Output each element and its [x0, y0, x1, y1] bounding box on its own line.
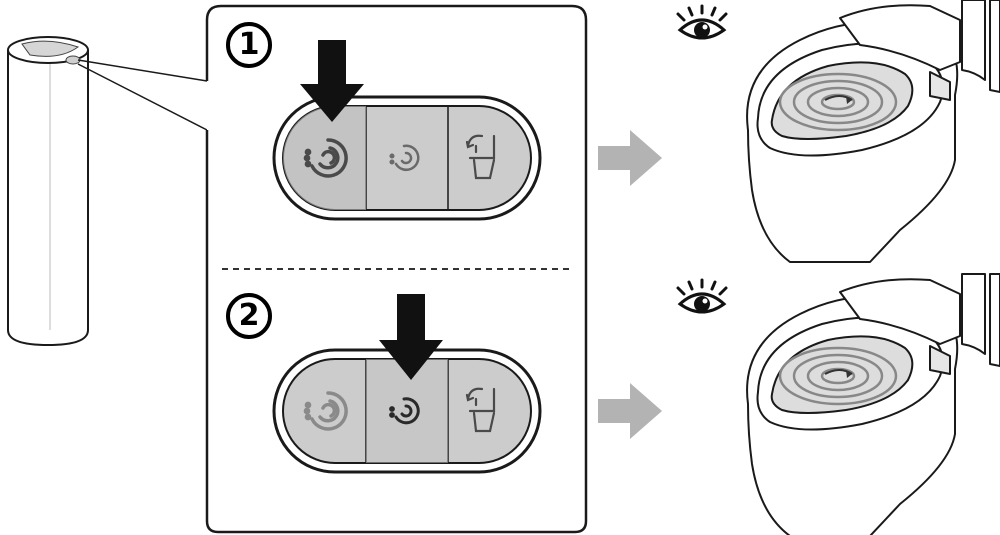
full-flush-button[interactable] — [303, 138, 348, 178]
remote-control-icon — [7, 36, 208, 347]
toilet-icon — [746, 0, 1000, 263]
partial-flush-button[interactable] — [389, 144, 420, 171]
partial-flush-swirl-icon — [389, 397, 420, 425]
seat-lid-icon — [465, 134, 496, 180]
eye-icon — [676, 278, 728, 314]
step-number-2: 2 — [226, 293, 272, 339]
right-arrow-icon — [598, 130, 662, 186]
step2-button-panel — [272, 348, 542, 474]
step-number-1: 1 — [226, 22, 272, 68]
partial-flush-button[interactable] — [366, 359, 448, 463]
down-arrow-icon — [300, 40, 364, 122]
full-flush-button[interactable] — [303, 391, 348, 431]
eye-icon — [676, 4, 728, 40]
full-flush-swirl-icon — [303, 391, 348, 431]
toilet-icon — [746, 273, 1000, 535]
seat-lid-icon — [465, 387, 496, 433]
down-arrow-icon — [379, 294, 443, 380]
step1-button-panel — [272, 95, 542, 221]
full-flush-swirl-icon — [303, 138, 348, 178]
seat-lid-button[interactable] — [465, 134, 496, 180]
partial-flush-swirl-icon — [389, 144, 420, 171]
right-arrow-icon — [598, 383, 662, 439]
seat-lid-button[interactable] — [465, 387, 496, 433]
